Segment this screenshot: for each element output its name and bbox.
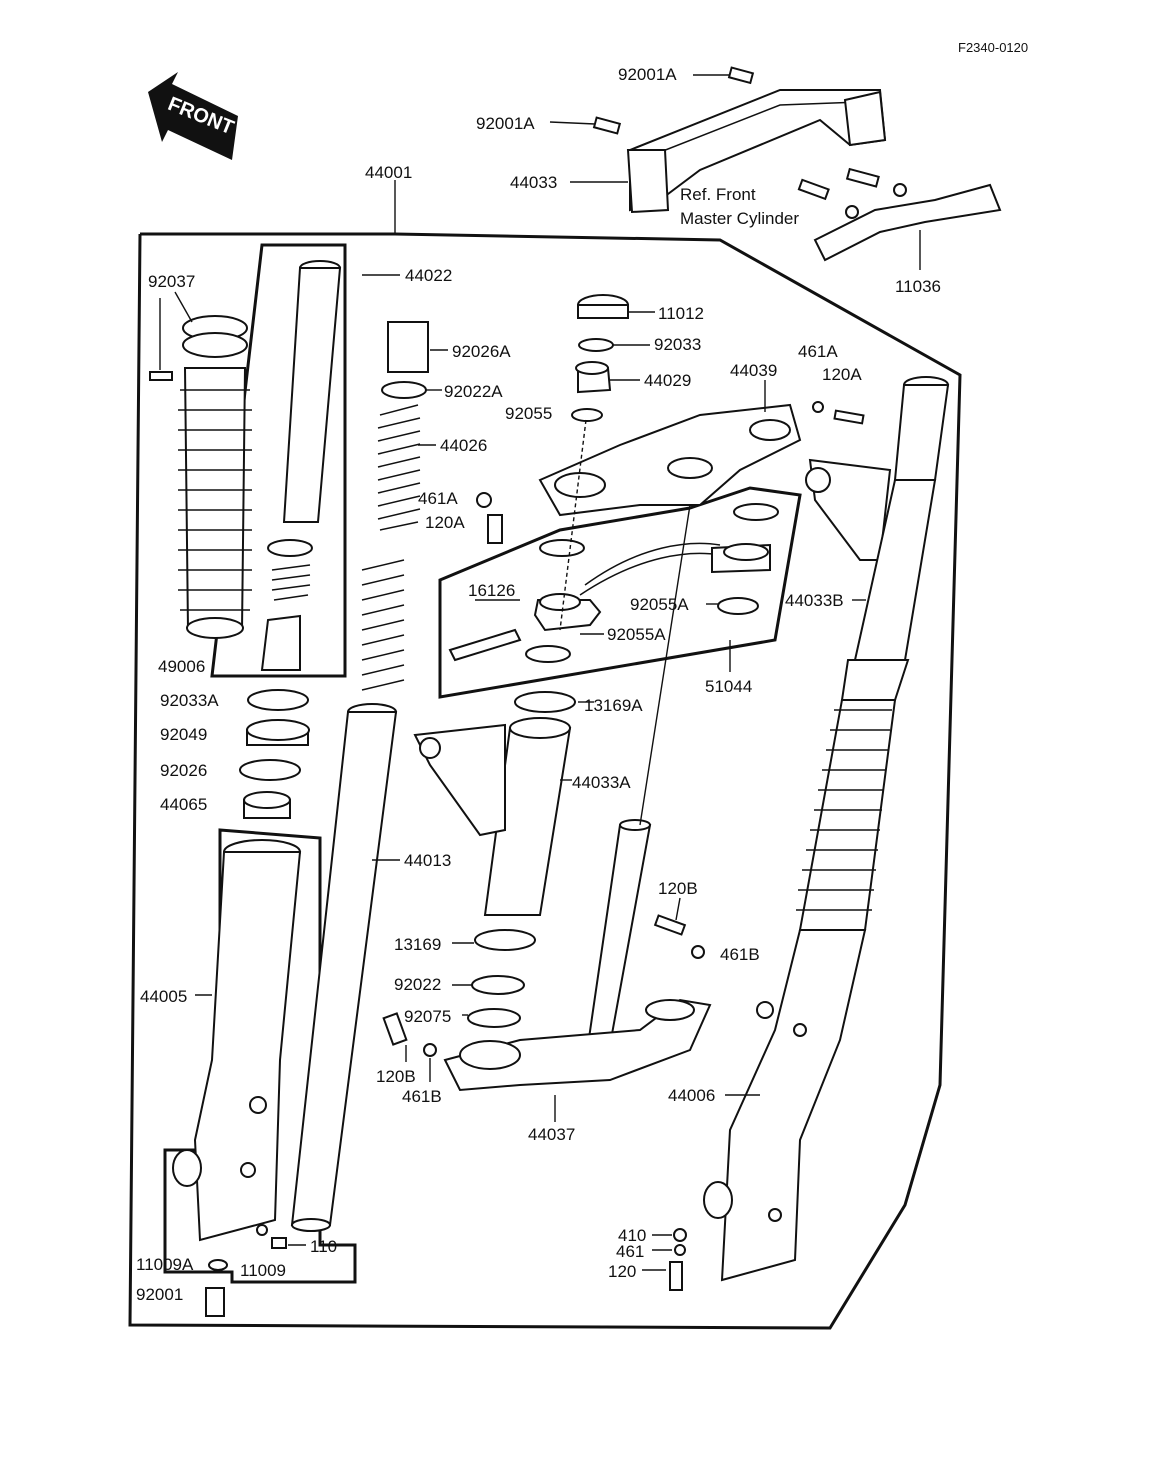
part-label-44033B: 44033B (785, 591, 844, 610)
lower-bracket-part (443, 819, 712, 1092)
part-label-44037: 44037 (528, 1125, 575, 1144)
part-label-461A: 461A (798, 342, 838, 361)
reference-note-line1: Ref. Front (680, 185, 756, 204)
front-arrow-icon: FRONT (148, 72, 238, 160)
bearing-stack-part (467, 929, 536, 1028)
right-fork-part (703, 376, 950, 1282)
part-label-51044: 51044 (705, 677, 752, 696)
part-label-44033A: 44033A (572, 773, 631, 792)
center-line (639, 504, 691, 826)
inner-fork-tube-part (290, 703, 398, 1232)
part-label-120B: 120B (658, 879, 698, 898)
part-label-44065: 44065 (160, 795, 207, 814)
handlebar-part (626, 89, 887, 214)
part-label-461: 461 (616, 1242, 644, 1261)
part-label-461B: 461B (720, 945, 760, 964)
part-label-92033A: 92033A (160, 691, 219, 710)
steering-stem-part (413, 691, 576, 916)
part-label-44013: 44013 (404, 851, 451, 870)
part-label-92037: 92037 (148, 272, 195, 291)
top-cap-part (571, 294, 629, 422)
dust-boot-part (149, 315, 252, 639)
part-label-410: 410 (618, 1226, 646, 1245)
part-label-92055A: 92055A (630, 595, 689, 614)
part-label-92075: 92075 (404, 1007, 451, 1026)
upper-bracket-part (538, 403, 802, 517)
part-label-92033: 92033 (654, 335, 701, 354)
part-label-49006: 49006 (158, 657, 205, 676)
leader (174, 291, 193, 323)
part-label-11009A: 11009A (136, 1255, 194, 1274)
seal-stack-part (239, 689, 310, 819)
leader (549, 121, 596, 125)
holder-clamp-part (797, 167, 1002, 262)
center-line (559, 419, 587, 631)
fork-assembly-outline (128, 232, 962, 1330)
part-label-92026: 92026 (160, 761, 207, 780)
part-label-92055: 92055 (505, 404, 552, 423)
spring-part (361, 321, 429, 691)
part-label-44022: 44022 (405, 266, 452, 285)
part-label-44033: 44033 (510, 173, 557, 192)
part-label-120A: 120A (425, 513, 465, 532)
axle-clamp-bolt-icon (669, 1228, 687, 1291)
drain-bolt-icon (205, 1224, 287, 1317)
part-label-13169: 13169 (394, 935, 441, 954)
part-label-120: 120 (608, 1262, 636, 1281)
outer-tube-part (172, 839, 302, 1242)
part-label-44005: 44005 (140, 987, 187, 1006)
part-label-11036: 11036 (895, 277, 941, 296)
part-label-110: 110 (310, 1237, 337, 1256)
part-label-13169A: 13169A (584, 696, 643, 715)
part-label-92022A: 92022A (444, 382, 503, 401)
diagram-id: F2340-0120 (958, 40, 1028, 55)
bolt-icon (476, 401, 865, 544)
part-label-11009: 11009 (240, 1261, 286, 1280)
part-label-44026: 44026 (440, 436, 487, 455)
leader (675, 897, 681, 921)
part-label-92022: 92022 (394, 975, 441, 994)
part-label-461A: 461A (418, 489, 458, 508)
air-valve-kit-outline (438, 486, 802, 699)
part-label-92055A: 92055A (607, 625, 666, 644)
part-label-92001: 92001 (136, 1285, 183, 1304)
part-label-44006: 44006 (668, 1086, 715, 1105)
part-label-461B: 461B (402, 1087, 442, 1106)
part-label-120B: 120B (376, 1067, 416, 1086)
part-label-120A: 120A (822, 365, 862, 384)
part-label-92001A: 92001A (476, 114, 535, 133)
bolt-icon (592, 66, 755, 135)
bolt-icon (382, 914, 705, 1057)
part-label-44029: 44029 (644, 371, 691, 390)
part-label-44039: 44039 (730, 361, 777, 380)
fork-tube-part (260, 260, 342, 671)
part-label-11012: 11012 (658, 304, 704, 323)
part-label-44001: 44001 (365, 163, 412, 182)
part-label-92026A: 92026A (452, 342, 511, 361)
air-valve-assembly-part (448, 503, 779, 663)
part-label-92049: 92049 (160, 725, 207, 744)
part-label-92001A: 92001A (618, 65, 677, 84)
reference-note-line2: Master Cylinder (680, 209, 799, 228)
part-label-16126: 16126 (468, 581, 515, 600)
